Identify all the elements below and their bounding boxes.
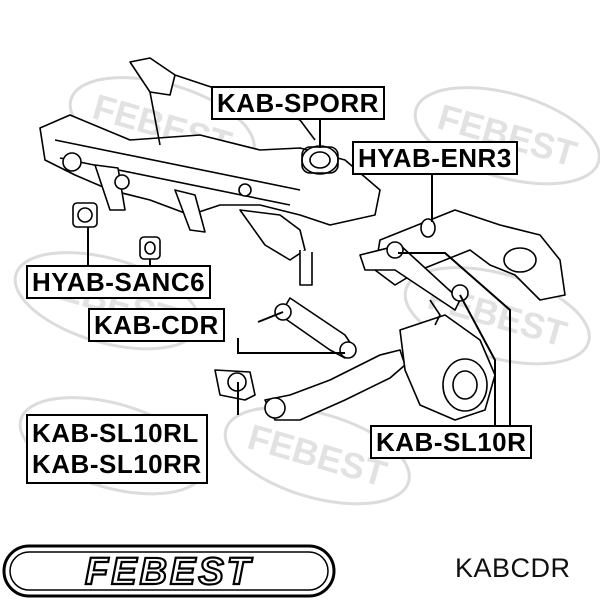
label-text: HYAB-ENR3 xyxy=(358,143,512,173)
label-hyab-enr3: HYAB-ENR3 xyxy=(352,141,518,175)
trailing-arm xyxy=(214,349,406,421)
label-hyab-sanc6: HYAB-SANC6 xyxy=(26,265,212,299)
leader-kab-sl10r-b xyxy=(459,294,496,425)
upper-control-arm xyxy=(374,209,566,301)
label-text: KAB-SL10R xyxy=(376,427,527,457)
rear-subframe xyxy=(39,57,381,286)
label-text-rr: KAB-SL10RR xyxy=(32,449,202,479)
label-text-rl: KAB-SL10RL xyxy=(32,418,199,448)
label-text: KAB-SPORR xyxy=(217,88,379,118)
bushing-sporr xyxy=(301,145,339,175)
leader-kab-cdr-b xyxy=(237,338,345,354)
label-kab-sl10rl-rr: KAB-SL10RL KAB-SL10RR xyxy=(26,414,208,484)
label-text: KAB-CDR xyxy=(94,310,219,340)
lateral-links xyxy=(274,241,469,359)
label-text: HYAB-SANC6 xyxy=(32,267,206,297)
logo-text: FEBEST xyxy=(85,551,253,593)
leader-lines xyxy=(87,118,511,425)
febest-logo-graphic: FEBEST xyxy=(2,544,336,598)
leader-kab-sl10r-a xyxy=(398,252,511,425)
knuckle-hub xyxy=(399,299,496,421)
bushing-sanc6 xyxy=(72,202,161,260)
leader-kab-cdr-a xyxy=(257,311,284,323)
part-code: KABCDR xyxy=(455,553,571,583)
label-kab-cdr: KAB-CDR xyxy=(88,308,225,342)
label-kab-sporr: KAB-SPORR xyxy=(211,86,385,120)
label-kab-sl10r: KAB-SL10R xyxy=(370,425,533,459)
